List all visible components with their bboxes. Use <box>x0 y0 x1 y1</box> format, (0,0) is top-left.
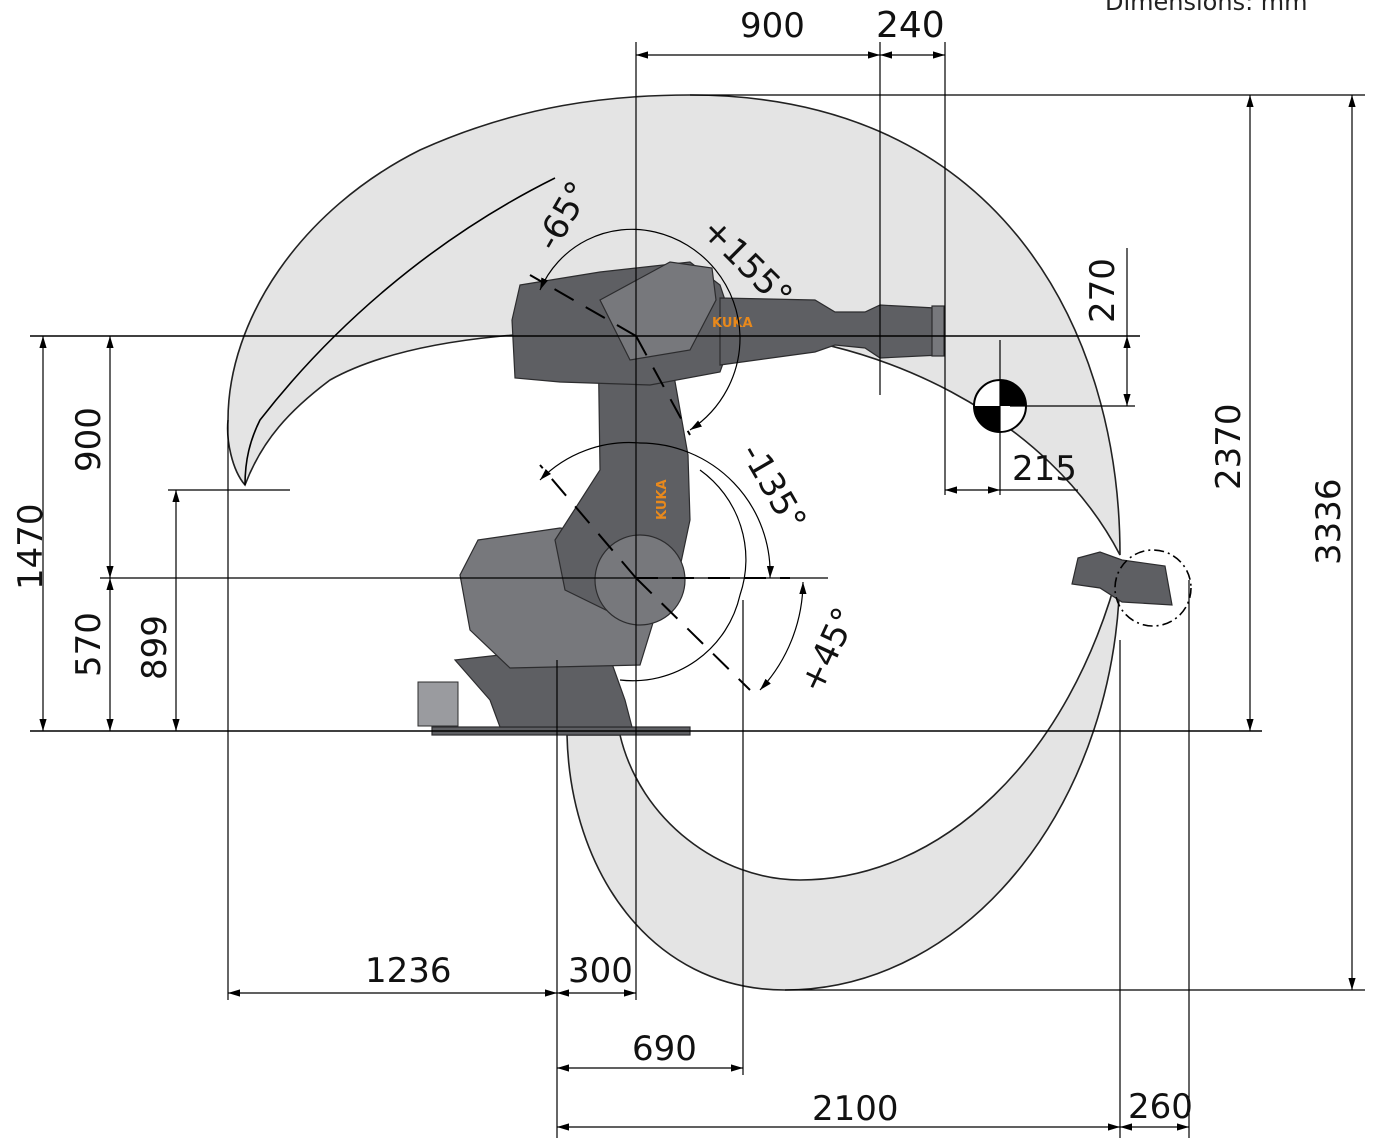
robot-wrist-max-reach <box>1071 551 1173 606</box>
dim-axis1-to-base-rear: 300 <box>568 951 633 991</box>
dim-top-arm-offset: 900 <box>740 6 805 46</box>
axis2-angle-arc <box>539 441 775 579</box>
dim-max-reach: 2100 <box>812 1089 899 1129</box>
axis2-pos-arc <box>759 581 807 691</box>
dim-base-to-axis2: 570 <box>69 612 109 677</box>
units-label: Dimensions: mm <box>1105 0 1308 16</box>
axis3-angle-arc <box>539 228 741 431</box>
dim-wrist-offset: 270 <box>1083 258 1123 323</box>
robot-cable-box <box>417 681 459 727</box>
axis2-inner-arc <box>619 469 747 682</box>
work-envelope-lower <box>566 564 1121 991</box>
envelope-inner-cut <box>244 177 556 486</box>
dim-tcp-offset: 215 <box>1012 449 1077 489</box>
brand-label-arm: KUKA <box>712 316 753 331</box>
flange-clearance-circle <box>1114 549 1192 627</box>
dim-axis2-to-axis3: 900 <box>69 407 109 472</box>
dim-rear-reach: 1236 <box>365 951 452 991</box>
dim-top-flange-offset: 240 <box>876 5 945 46</box>
dim-flange-extra: 260 <box>1128 1087 1193 1127</box>
dim-envelope-height-total: 3336 <box>1309 478 1349 565</box>
robot-flange <box>931 305 945 357</box>
dim-envelope-height-upper: 2370 <box>1209 403 1249 490</box>
dim-axis2-front-offset: 690 <box>632 1029 697 1069</box>
angle-axis2-pos: +45° <box>792 601 866 698</box>
dim-rear-reach-height: 899 <box>135 615 175 680</box>
brand-label-lower-arm: KUKA <box>655 479 670 520</box>
dim-base-to-axis3-total: 1470 <box>11 503 51 590</box>
angle-axis2-neg: -135° <box>732 437 814 539</box>
